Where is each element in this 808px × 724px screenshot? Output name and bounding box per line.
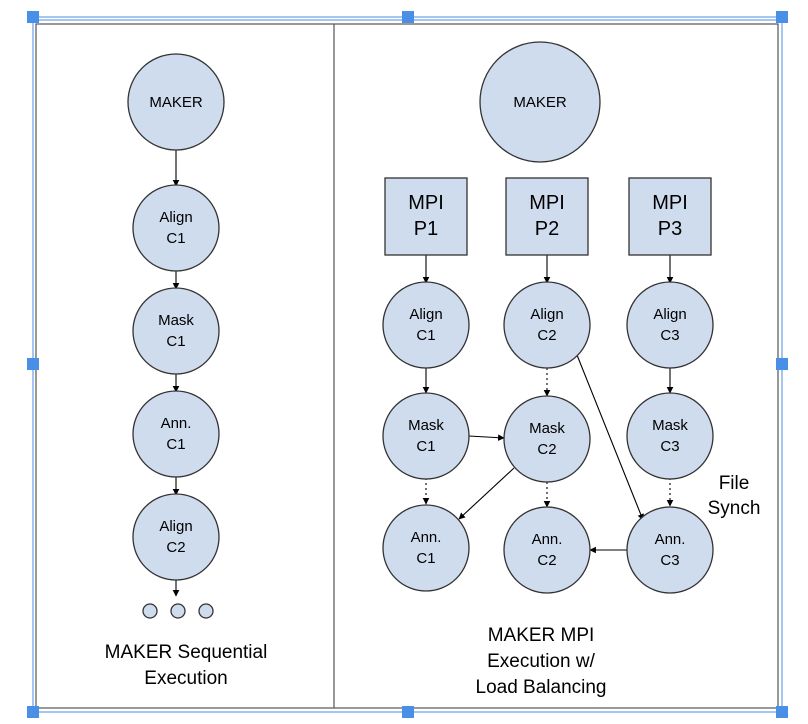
left-node-maker[interactable]: MAKER [127, 53, 225, 151]
right-node-maker-label: MAKER [513, 94, 567, 111]
mpi-process-p1-line2: P1 [414, 218, 438, 240]
right-node-ann-c1[interactable]: Ann. C1 [382, 504, 470, 592]
mpi-process-p2[interactable]: MPI P2 [505, 177, 589, 256]
left-node-align-c1-line2: C1 [166, 230, 185, 247]
mpi-process-p2-line1: MPI [529, 192, 565, 214]
right-node-ann-c3[interactable]: Ann. C3 [626, 506, 714, 594]
ellipsis-dot-2 [170, 603, 186, 619]
right-node-align-c1[interactable]: Align C1 [382, 281, 470, 369]
mpi-process-p3-line1: MPI [652, 192, 688, 214]
mpi-process-p1[interactable]: MPI P1 [384, 177, 468, 256]
file-synch-line1: File [719, 473, 750, 494]
selection-handle-bottom-right[interactable] [776, 706, 788, 718]
mpi-process-p3-line2: P3 [658, 218, 682, 240]
right-caption-line2: Execution w/ [487, 651, 595, 672]
left-caption-line1: MAKER Sequential [105, 642, 268, 663]
left-node-align-c2-line2: C2 [166, 539, 185, 556]
left-node-align-c2-line1: Align [159, 518, 192, 535]
selection-handle-top-center[interactable] [402, 11, 414, 23]
left-node-mask-c1[interactable]: Mask C1 [132, 287, 220, 375]
ellipsis-dot-1 [142, 603, 158, 619]
edge-align-c2-ann-c3 [576, 354, 644, 521]
right-node-mask-c3-line1: Mask [652, 417, 688, 434]
edge-mask-c1-mask-c2 [468, 434, 505, 441]
left-node-align-c1[interactable]: Align C1 [132, 184, 220, 272]
right-node-ann-c3-line2: C3 [660, 552, 679, 569]
right-node-align-c3-line2: C3 [660, 327, 679, 344]
right-node-ann-c2-line1: Ann. [532, 531, 563, 548]
right-node-mask-c2-line2: C2 [537, 441, 556, 458]
right-node-ann-c1-line1: Ann. [411, 529, 442, 546]
left-node-ann-c1-line1: Ann. [161, 415, 192, 432]
right-node-maker[interactable]: MAKER [479, 41, 601, 163]
mpi-process-p3[interactable]: MPI P3 [628, 177, 712, 256]
right-caption-line1: MAKER MPI [488, 625, 595, 646]
edge-mask-c2-ann-c1 [458, 467, 515, 520]
selection-handle-top-right[interactable] [776, 11, 788, 23]
right-node-align-c2-line2: C2 [537, 327, 556, 344]
right-node-mask-c1[interactable]: Mask C1 [382, 392, 470, 480]
left-node-ann-c1[interactable]: Ann. C1 [132, 390, 220, 478]
right-node-align-c3-line1: Align [653, 306, 686, 323]
selection-handle-middle-right[interactable] [776, 358, 788, 370]
ellipsis-dot-3 [198, 603, 214, 619]
right-node-mask-c1-line1: Mask [408, 417, 444, 434]
mpi-process-p1-line1: MPI [408, 192, 444, 214]
right-node-mask-c3[interactable]: Mask C3 [626, 392, 714, 480]
right-caption-line3: Load Balancing [476, 677, 607, 698]
left-node-maker-label: MAKER [149, 94, 203, 111]
right-node-align-c1-line1: Align [409, 306, 442, 323]
left-node-align-c2[interactable]: Align C2 [132, 493, 220, 581]
right-node-align-c2[interactable]: Align C2 [503, 281, 591, 369]
right-node-ann-c1-line2: C1 [416, 550, 435, 567]
selection-handle-bottom-center[interactable] [402, 706, 414, 718]
file-synch-line2: Synch [708, 498, 761, 519]
right-node-mask-c2[interactable]: Mask C2 [503, 395, 591, 483]
left-node-align-c1-line1: Align [159, 209, 192, 226]
right-node-ann-c2[interactable]: Ann. C2 [503, 506, 591, 594]
right-node-align-c1-line2: C1 [416, 327, 435, 344]
right-node-align-c3[interactable]: Align C3 [626, 281, 714, 369]
right-node-mask-c1-line2: C1 [416, 438, 435, 455]
right-node-align-c2-line1: Align [530, 306, 563, 323]
left-node-ann-c1-line2: C1 [166, 436, 185, 453]
selection-handle-middle-left[interactable] [27, 358, 39, 370]
left-node-mask-c1-line1: Mask [158, 312, 194, 329]
right-node-ann-c2-line2: C2 [537, 552, 556, 569]
left-caption-line2: Execution [144, 668, 227, 689]
selection-handle-bottom-left[interactable] [27, 706, 39, 718]
right-node-ann-c3-line1: Ann. [655, 531, 686, 548]
mpi-process-p2-line2: P2 [535, 218, 559, 240]
right-node-mask-c2-line1: Mask [529, 420, 565, 437]
right-node-mask-c3-line2: C3 [660, 438, 679, 455]
left-node-mask-c1-line2: C1 [166, 333, 185, 350]
selection-handle-top-left[interactable] [27, 11, 39, 23]
